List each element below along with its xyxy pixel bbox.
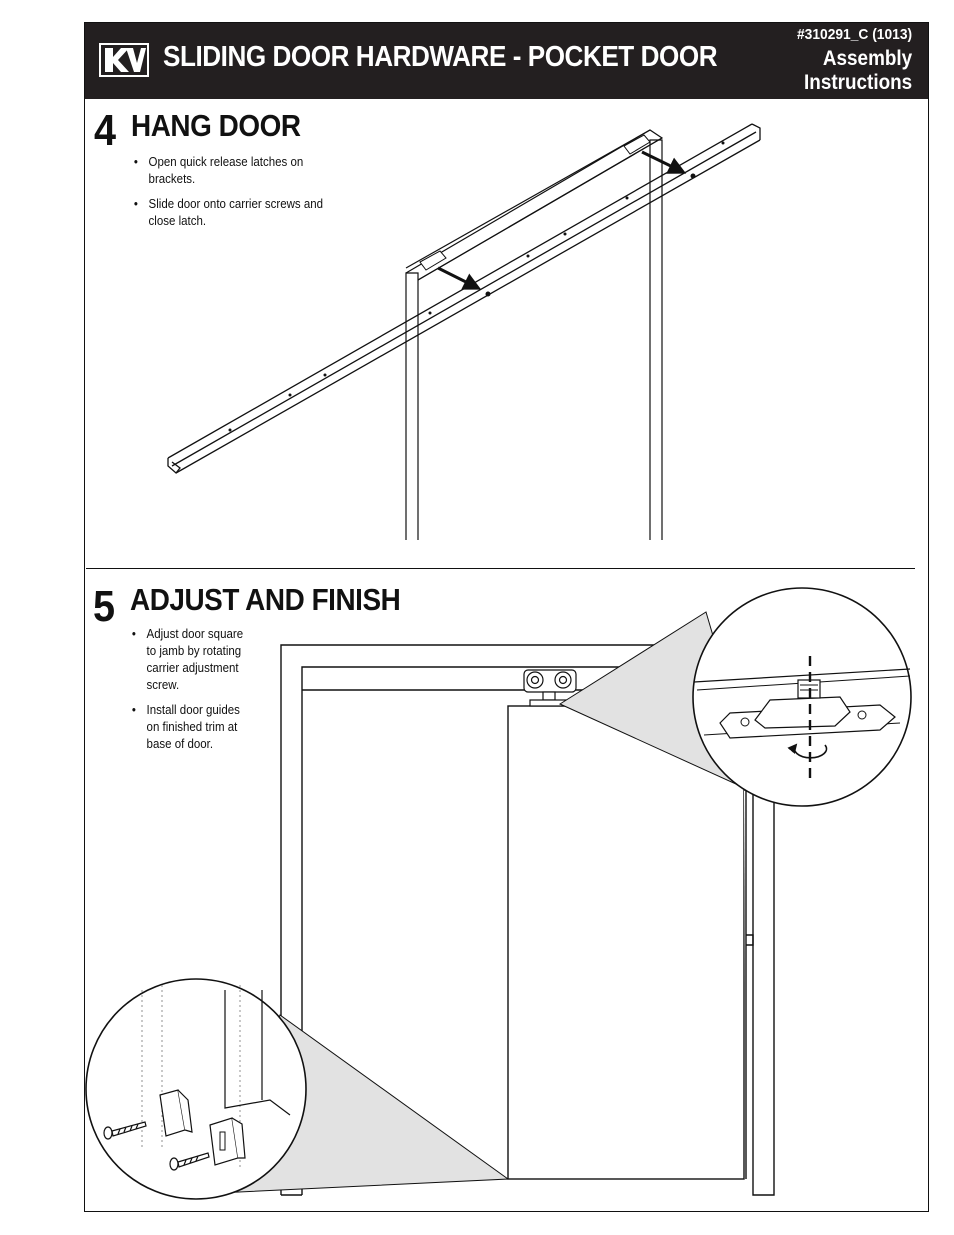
step-4-number: 4 [94, 106, 117, 155]
step-4-bullet: Open quick release latches on brackets. [132, 154, 353, 188]
track-rail [167, 123, 761, 474]
bracket-arrow [437, 150, 687, 290]
door-panel [507, 705, 747, 1180]
step-4-title: HANG DOOR [131, 108, 301, 143]
step-5-number: 5 [93, 582, 116, 631]
door-guide-detail-magnifier [85, 978, 307, 1200]
assembly-label: Assembly Instructions [804, 47, 912, 95]
instruction-sheet: SLIDING DOOR HARDWARE - POCKET DOOR #310… [84, 22, 929, 1212]
step-4-instructions: Open quick release latches on brackets. … [132, 154, 353, 238]
carrier-wheels [523, 669, 577, 707]
track-screw-holes [228, 141, 725, 432]
header-bar: SLIDING DOOR HARDWARE - POCKET DOOR #310… [85, 23, 928, 99]
document-number: #310291_C (1013) [796, 26, 912, 43]
assembly-line-1: Assembly [822, 47, 912, 70]
step-5-bullet: Adjust door square to jamb by rotating c… [130, 626, 254, 694]
section-divider [86, 568, 915, 569]
step-5-instructions: Adjust door square to jamb by rotating c… [130, 626, 254, 761]
wood-screw-icon [103, 1121, 210, 1171]
step-5-title: ADJUST AND FINISH [130, 582, 401, 617]
rotate-arrow-icon [787, 743, 828, 759]
step-4-bullet: Slide door onto carrier screws and close… [132, 196, 353, 230]
kv-logo [99, 43, 149, 77]
step-4-door-illustration [405, 129, 664, 540]
carrier-detail-magnifier [692, 587, 912, 807]
step-5-bullet: Install door guides on finished trim at … [130, 702, 254, 753]
page-title: SLIDING DOOR HARDWARE - POCKET DOOR [163, 41, 718, 73]
assembly-line-2: Instructions [803, 71, 912, 94]
door-bracket [419, 134, 651, 271]
